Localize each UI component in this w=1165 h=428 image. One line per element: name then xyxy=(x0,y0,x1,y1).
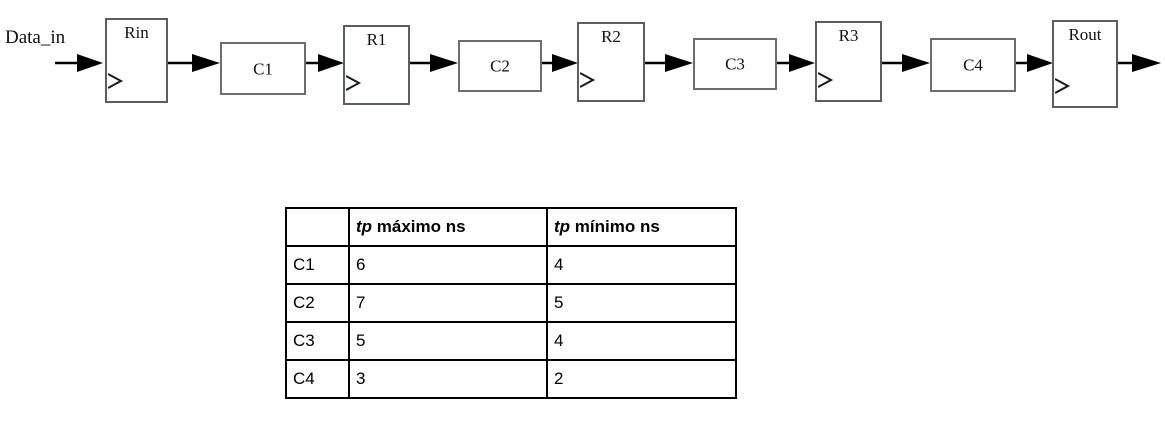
block-r2: R2 xyxy=(577,22,645,102)
table-row: C3 5 4 xyxy=(285,321,737,361)
table-row: C4 3 2 xyxy=(285,359,737,399)
block-label: Rin xyxy=(124,23,149,42)
block-label: Rout xyxy=(1068,25,1102,44)
block-rout: Rout xyxy=(1052,20,1118,108)
tp-symbol: tp xyxy=(554,217,571,236)
timing-table-container: tp máximo ns tp mínimo ns C1 6 4 C2 7 5 … xyxy=(285,207,737,399)
pipeline-diagram: Data_in Rin C1 R1 xyxy=(0,0,1165,130)
table-header-row: tp máximo ns tp mínimo ns xyxy=(285,207,737,247)
arrow-right-icon xyxy=(882,52,932,74)
table-row: C2 7 5 xyxy=(285,283,737,323)
block-label: R3 xyxy=(838,26,859,45)
row-label: C4 xyxy=(285,359,350,399)
block-label: R2 xyxy=(601,27,621,46)
arrow-right-icon xyxy=(542,52,580,74)
column-header-tp-max: tp máximo ns xyxy=(348,207,548,247)
tp-max-unit: máximo ns xyxy=(372,217,466,236)
cell-tp-max: 6 xyxy=(348,245,548,285)
row-label: C3 xyxy=(285,321,350,361)
block-label: C4 xyxy=(963,55,983,75)
table-row: C1 6 4 xyxy=(285,245,737,285)
column-header-tp-min: tp mínimo ns xyxy=(546,207,737,247)
block-label: R1 xyxy=(366,30,387,49)
clock-triangle-icon xyxy=(580,72,596,88)
arrow-right-icon xyxy=(1118,52,1163,74)
cell-tp-max: 3 xyxy=(348,359,548,399)
block-c4: C4 xyxy=(930,38,1016,92)
block-r1: R1 xyxy=(343,25,410,105)
tp-symbol: tp xyxy=(356,217,373,236)
arrow-right-icon xyxy=(777,52,817,74)
clock-triangle-icon xyxy=(346,75,362,91)
clock-triangle-icon xyxy=(1055,78,1071,94)
arrow-right-icon xyxy=(306,52,346,74)
row-label: C2 xyxy=(285,283,350,323)
arrow-right-icon xyxy=(410,52,460,74)
block-label: C1 xyxy=(253,59,273,78)
clock-triangle-icon xyxy=(818,72,834,88)
arrow-right-icon xyxy=(1016,52,1055,74)
block-c2: C2 xyxy=(458,40,542,92)
arrow-right-icon xyxy=(168,52,222,74)
input-signal-label: Data_in xyxy=(5,27,66,48)
block-label: C3 xyxy=(725,54,745,74)
cell-tp-max: 5 xyxy=(348,321,548,361)
row-label: C1 xyxy=(285,245,350,285)
clock-triangle-icon xyxy=(108,73,124,89)
timing-table: tp máximo ns tp mínimo ns C1 6 4 C2 7 5 … xyxy=(285,207,737,399)
cell-tp-min: 2 xyxy=(546,359,737,399)
block-c3: C3 xyxy=(693,38,777,90)
cell-tp-min: 5 xyxy=(546,283,737,323)
arrow-right-icon xyxy=(55,52,105,74)
block-rin: Rin xyxy=(105,18,168,103)
cell-tp-min: 4 xyxy=(546,321,737,361)
table-corner-cell xyxy=(285,207,350,247)
arrow-right-icon xyxy=(645,52,695,74)
tp-min-unit: mínimo ns xyxy=(570,217,660,236)
block-label: C2 xyxy=(490,56,510,76)
cell-tp-min: 4 xyxy=(546,245,737,285)
block-c1: C1 xyxy=(220,42,306,95)
cell-tp-max: 7 xyxy=(348,283,548,323)
block-r3: R3 xyxy=(815,21,882,102)
